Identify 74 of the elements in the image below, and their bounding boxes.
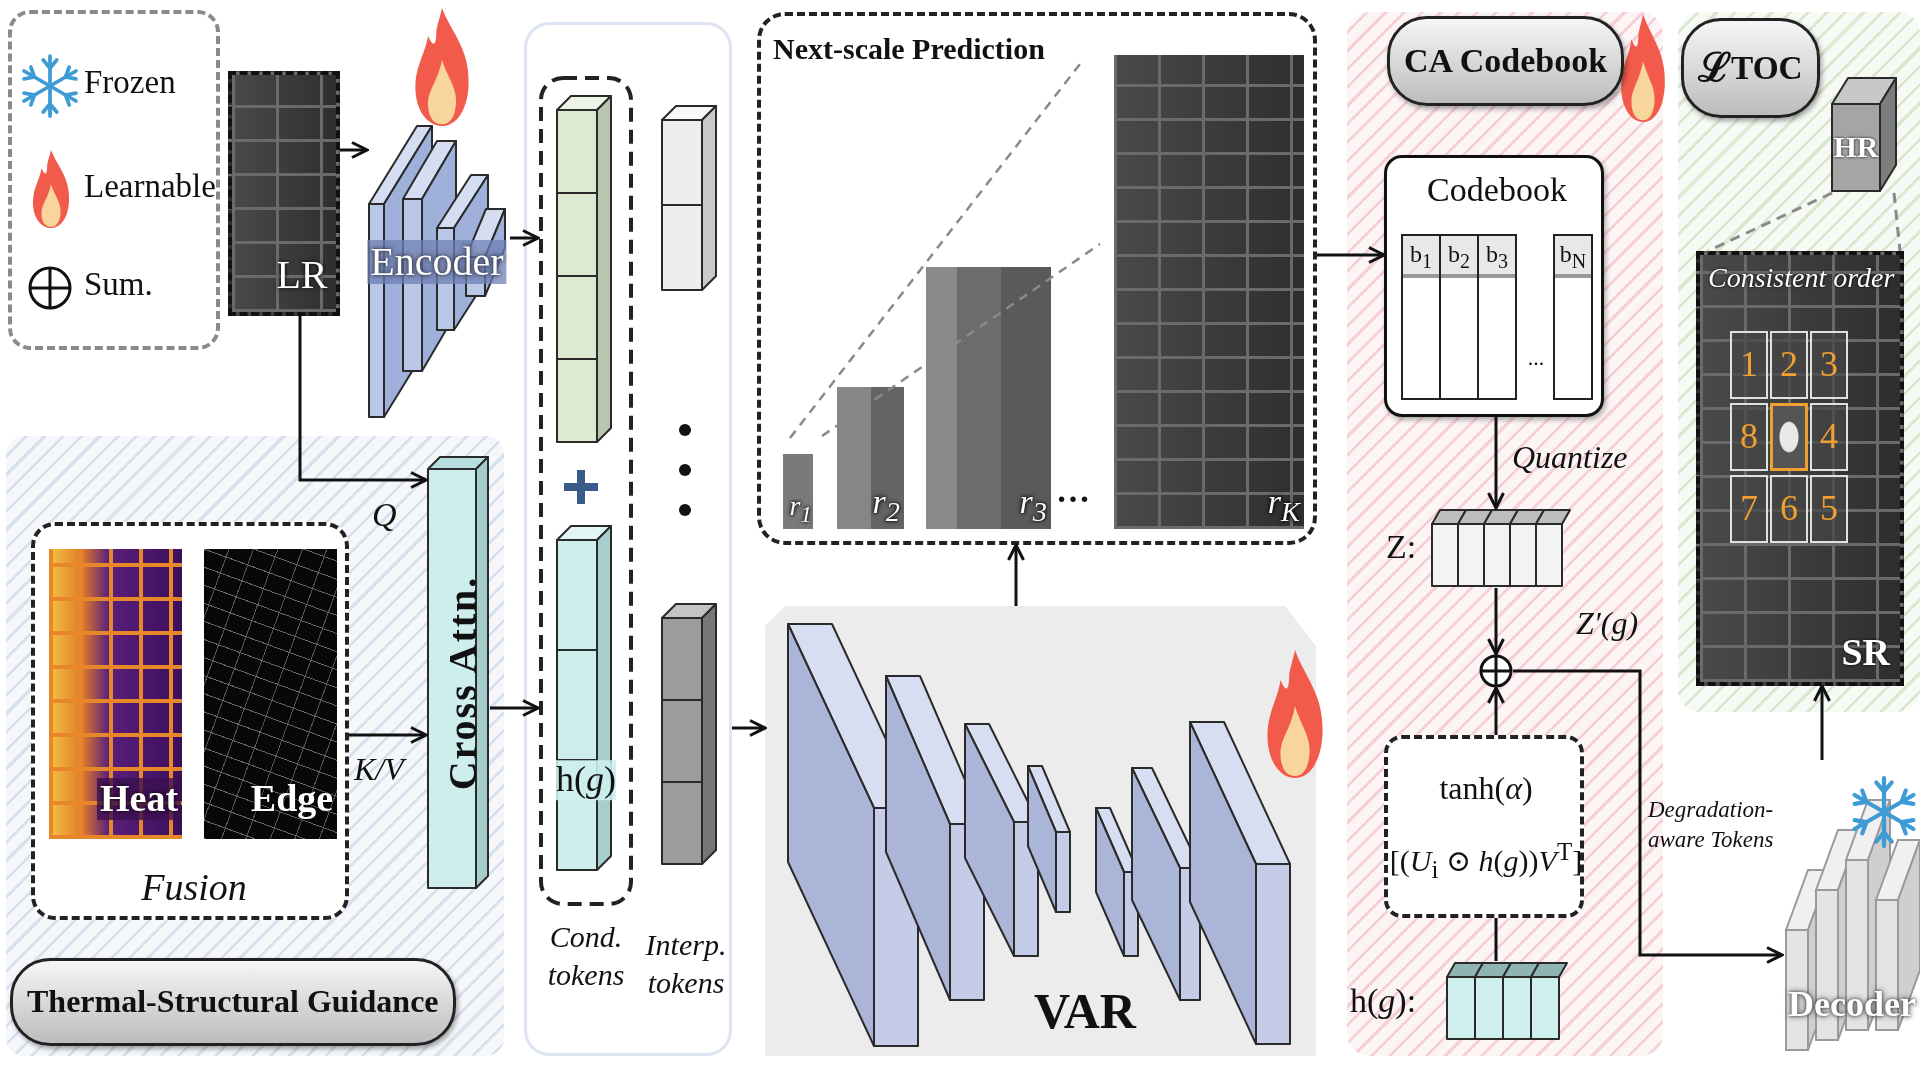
edge-label: Quantize bbox=[1512, 440, 1628, 476]
ellipsis-text: ... bbox=[1526, 345, 1546, 372]
table-title: Codebook bbox=[1427, 171, 1567, 209]
codebook-entry-cell: b$_{3}$ bbox=[1477, 234, 1517, 400]
image-label: Edge bbox=[250, 778, 334, 820]
grid-number: 2 bbox=[1770, 331, 1808, 399]
grid-number: 3 bbox=[1810, 331, 1848, 399]
heat-map-image bbox=[49, 549, 182, 839]
grid-number: 1 bbox=[1730, 331, 1768, 399]
grid-number: 6 bbox=[1770, 475, 1808, 543]
legend-label: Learnable bbox=[84, 167, 216, 205]
formula-text: tanh(α) bbox=[1439, 771, 1533, 807]
scale-label: r$_{2}$ bbox=[872, 483, 900, 527]
cube-label: HR bbox=[1833, 129, 1879, 163]
image-label: SR bbox=[1841, 632, 1890, 674]
scale-label: r$_{1}$ bbox=[789, 490, 812, 527]
codebook-table bbox=[1384, 155, 1604, 417]
row-label: Z: bbox=[1386, 528, 1417, 566]
arrow bbox=[349, 726, 428, 744]
prediction-panel bbox=[757, 12, 1317, 545]
scale-image bbox=[1114, 55, 1304, 529]
scale-image bbox=[837, 387, 904, 529]
edge-label: Z′(g) bbox=[1576, 606, 1639, 642]
arrow bbox=[1487, 588, 1505, 656]
edge-map-image bbox=[204, 549, 337, 839]
grid-number: 7 bbox=[1730, 475, 1768, 543]
arrow bbox=[340, 141, 369, 159]
panel-title-pill: CA Codebook bbox=[1387, 16, 1625, 106]
network-label: VAR bbox=[1034, 983, 1136, 1039]
arrow bbox=[1487, 686, 1505, 735]
token-label: h(g) bbox=[556, 760, 616, 800]
block-label: Encoder bbox=[367, 240, 507, 284]
codebook-entry-cell: b$_{1}$ bbox=[1401, 234, 1441, 400]
group-caption: Interp. tokens bbox=[644, 927, 728, 1001]
arrow bbox=[1317, 246, 1386, 264]
codebook-entry-cell: b$_{2}$ bbox=[1439, 234, 1479, 400]
fusion-group bbox=[31, 522, 349, 920]
formula-text: [(U$_{i}$ ⊙ h(g))V$^{T}$] bbox=[1389, 838, 1583, 884]
scale-label: r$_{3}$ bbox=[1019, 483, 1047, 527]
codebook-entry-cell: b$_{N}$ bbox=[1553, 234, 1593, 400]
ellipsis-text: … bbox=[1056, 472, 1090, 510]
loss-panel bbox=[1678, 12, 1920, 712]
arrow bbox=[732, 719, 767, 737]
grid-number: 8 bbox=[1730, 403, 1768, 471]
row-label: h(g): bbox=[1350, 982, 1417, 1020]
grid-number: 5 bbox=[1810, 475, 1848, 543]
arrow bbox=[1513, 669, 1784, 964]
arrow bbox=[510, 229, 540, 247]
block-label: Cross Attn. bbox=[441, 575, 485, 791]
block-label: Decoder bbox=[1788, 985, 1916, 1025]
arrow bbox=[1813, 684, 1831, 760]
annotation-text: Degradation-aware Tokens bbox=[1648, 796, 1775, 854]
arrow bbox=[1487, 417, 1505, 510]
panel-title-pill: Thermal-Structural Guidance bbox=[10, 958, 456, 1046]
scale-label: r$_{K}$ bbox=[1267, 483, 1300, 527]
arrow bbox=[1007, 543, 1025, 606]
arrow bbox=[490, 699, 540, 717]
panel-title: Next-scale Prediction bbox=[773, 32, 1045, 65]
arrow bbox=[298, 316, 428, 489]
grid-number: 4 bbox=[1810, 403, 1848, 471]
image-label: LR bbox=[276, 253, 328, 297]
group-caption: Cond. tokens bbox=[546, 919, 626, 993]
sr-image bbox=[1696, 251, 1904, 686]
scale-image bbox=[783, 454, 813, 529]
guidance-panel bbox=[6, 436, 504, 1056]
lr-image bbox=[228, 71, 340, 316]
group-caption: Fusion bbox=[141, 867, 247, 909]
scale-image bbox=[926, 267, 1051, 529]
edge-label: Q bbox=[372, 496, 397, 534]
dashed-formula-box bbox=[1384, 735, 1584, 918]
image-label: Heat bbox=[96, 778, 182, 820]
legend-label: Frozen bbox=[84, 63, 176, 101]
legend-label: Sum. bbox=[84, 265, 153, 303]
image-title: Consistent order bbox=[1708, 263, 1895, 294]
